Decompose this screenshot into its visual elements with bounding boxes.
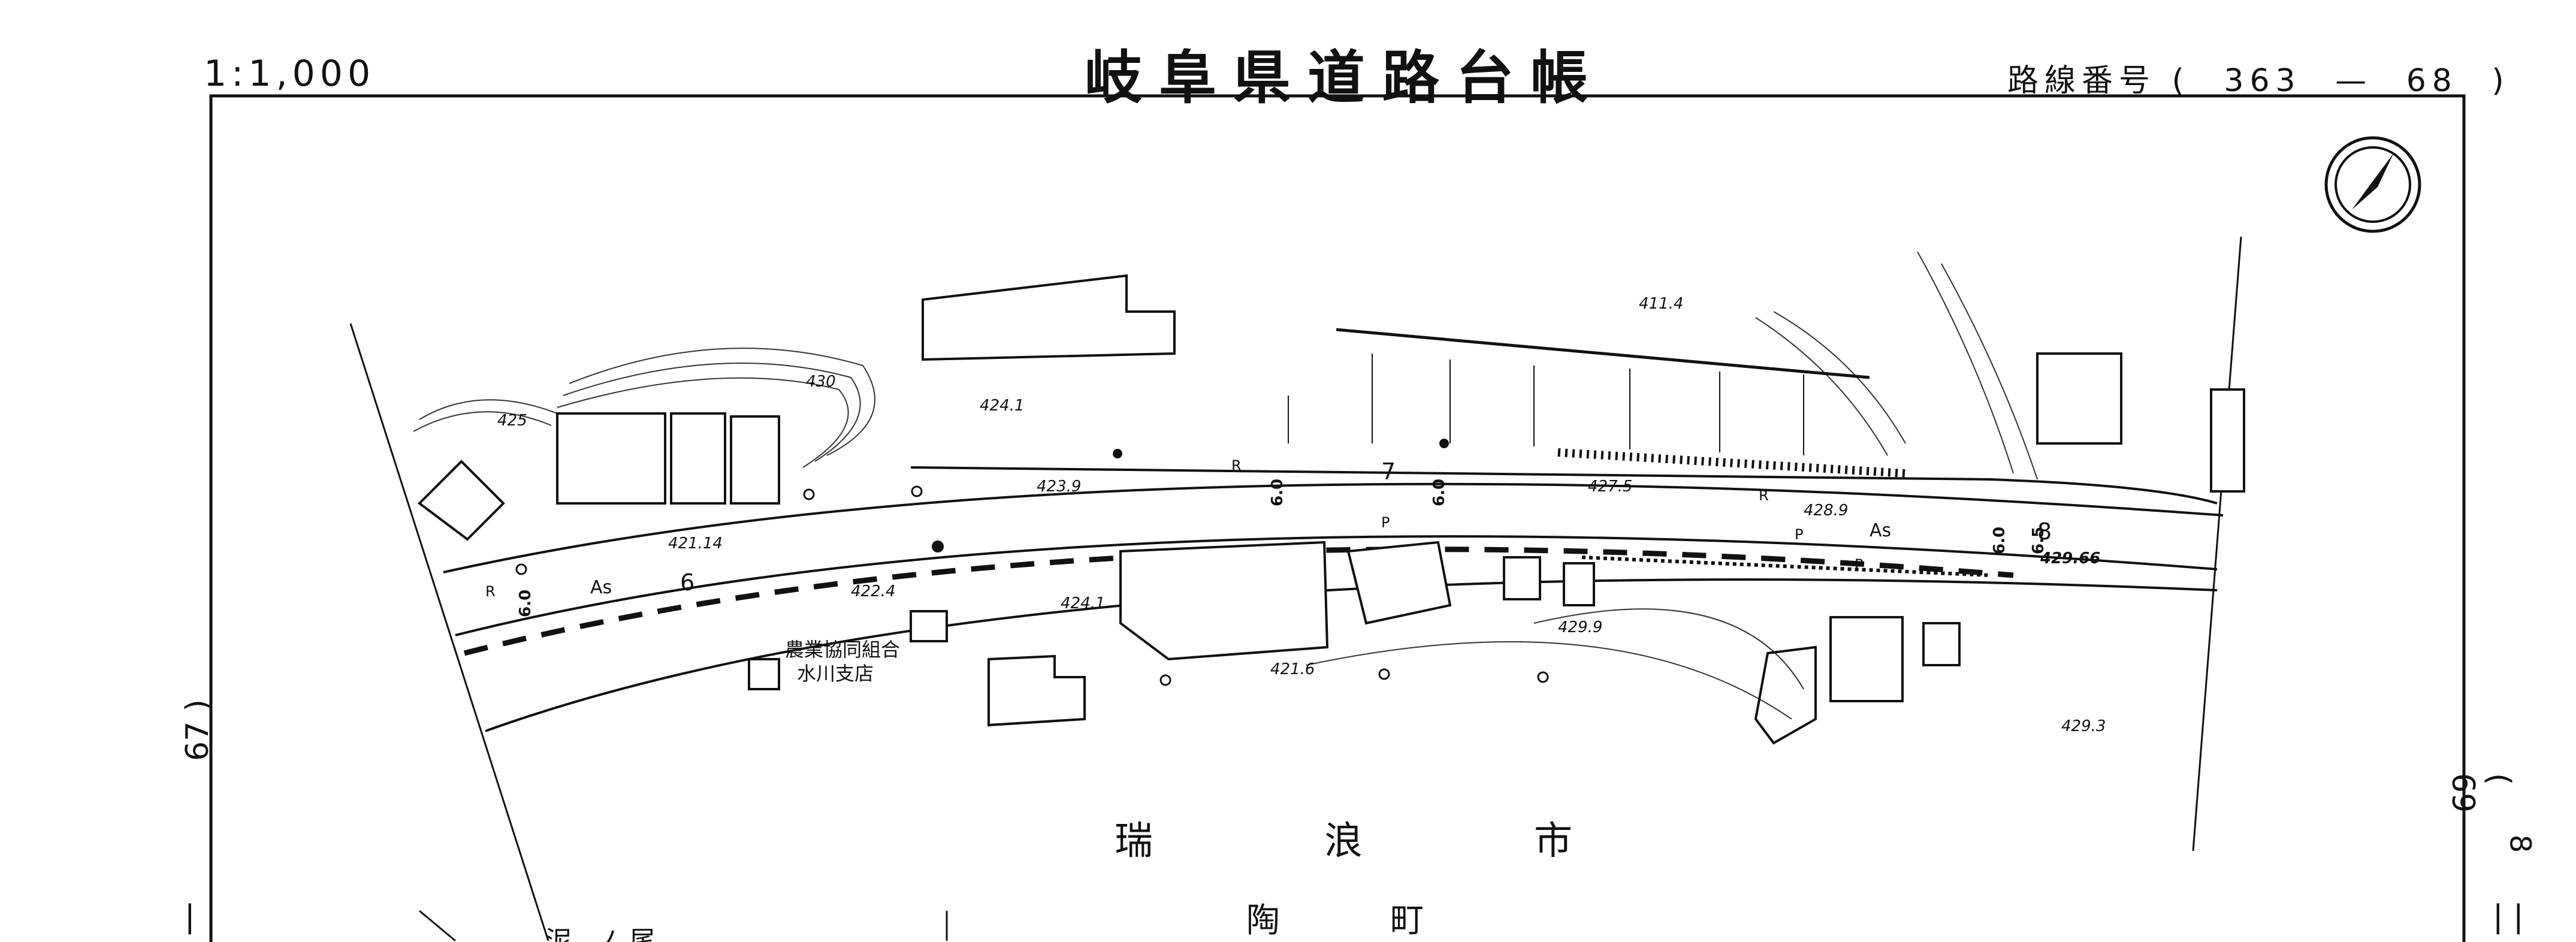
building-label: 農業協同組合 水川支店 [785, 638, 900, 685]
city-char: 市 [1534, 819, 1572, 864]
route-number-section: 68 [2406, 63, 2458, 99]
road-width-label: 6.0 [517, 590, 534, 617]
elevation-label: 425 [497, 412, 527, 430]
road-number-labels: 6 7 8 [680, 458, 2052, 596]
building [2210, 388, 2245, 493]
route-number: 路線番号 ( 363 — 68 ) [2007, 55, 2510, 100]
building [1119, 541, 1329, 661]
road-number: 8 [2037, 518, 2052, 545]
elevation-label: 422.4 [851, 582, 895, 600]
marker-label: R [485, 583, 496, 600]
surface-label: As [590, 577, 612, 598]
city-char: 浪 [1324, 819, 1363, 864]
building [1922, 622, 1961, 666]
building [556, 412, 666, 505]
district-char: 尾 [629, 926, 656, 942]
surface-labels: As As [590, 520, 1891, 598]
building [1346, 541, 1452, 625]
north-arrow-icon [2324, 136, 2421, 233]
building [417, 460, 505, 541]
route-dash: — [2335, 63, 2373, 99]
building [1503, 556, 1541, 600]
road-width-label: 6.5 [2030, 527, 2047, 554]
town-char: 陶 [1246, 901, 1280, 940]
building-label-line2: 水川支店 [797, 662, 874, 685]
retaining-wall [1336, 328, 1990, 577]
survey-points [932, 439, 1449, 552]
elevation-label: 411.4 [1639, 295, 1683, 313]
building [670, 412, 726, 505]
marker-label: R [1759, 487, 1769, 504]
marker-label: R [1231, 457, 1242, 474]
elevation-label: 427.5 [1588, 478, 1632, 496]
marker-label: P [1381, 514, 1390, 531]
building [1754, 645, 1817, 745]
elevation-label: 429.3 [2061, 717, 2106, 735]
road-number: 7 [1381, 458, 1396, 485]
route-label: 路線番号 [2007, 63, 2157, 99]
embankment-hatch [1288, 354, 1804, 455]
route-number-main: 363 [2224, 63, 2302, 99]
buildings [417, 274, 2245, 745]
route-open-paren: ( [2172, 63, 2190, 99]
elevation-label: 429.9 [1558, 618, 1602, 636]
elevation-label: 428.9 [1804, 502, 1848, 520]
building [1563, 562, 1595, 606]
building [1829, 616, 1904, 702]
elevation-label: 424.1 [1061, 594, 1105, 612]
road-width-label: 6.0 [1991, 527, 2009, 554]
marker-labels: R R R P P P [485, 457, 1863, 600]
district-name: 泥 ノ 尾 [545, 926, 656, 942]
district-char: ノ [593, 926, 620, 942]
city-char: 瑞 [1115, 819, 1153, 864]
survey-boundaries [349, 236, 2242, 942]
building [922, 274, 1176, 361]
building [987, 654, 1086, 727]
road-width-label: 6.0 [1430, 479, 1448, 506]
left-sheet-mark: | [185, 899, 195, 935]
marker-label: P [1795, 526, 1803, 543]
elevation-label: 421.14 [668, 535, 723, 552]
town-char: 町 [1390, 901, 1424, 940]
district-char: 泥 [545, 926, 572, 942]
marker-label: P [1855, 556, 1863, 573]
map-frame [209, 94, 2466, 942]
surface-label: As [1870, 520, 1891, 541]
elevation-label: 424.1 [980, 397, 1024, 415]
elevation-label: 421.6 [1270, 660, 1315, 678]
city-name: 瑞 浪 市 [1115, 819, 1572, 864]
road-width-labels: 6.0 6.0 6.0 6.0 6.5 [517, 479, 2047, 617]
map-title: 岐阜県道路台帳 [1085, 44, 1605, 111]
town-name: 陶 町 [1246, 901, 1424, 940]
building [730, 415, 780, 505]
map-scale: 1:1,000 [204, 53, 376, 95]
contour-lines [413, 251, 2038, 720]
utility-markers [515, 485, 1549, 686]
elevation-label: 429.66 [2040, 550, 2100, 567]
road-number: 6 [680, 569, 694, 596]
elevation-label: 430 [806, 373, 836, 391]
right-sheet-mark: | | [2493, 899, 2524, 935]
building [910, 610, 948, 642]
building [2036, 352, 2122, 445]
elevation-labels: 424.1 430 425 411.4 423.9 427.5 428.9 42… [497, 295, 2106, 735]
road-centerline [463, 547, 2014, 656]
building [748, 658, 780, 690]
route-close-paren: ) [2492, 63, 2510, 99]
road-width-label: 6.0 [1269, 479, 1287, 506]
road-edges [443, 466, 2224, 732]
building-label-line1: 農業協同組合 [785, 638, 900, 661]
elevation-label: 423.9 [1037, 478, 1081, 496]
